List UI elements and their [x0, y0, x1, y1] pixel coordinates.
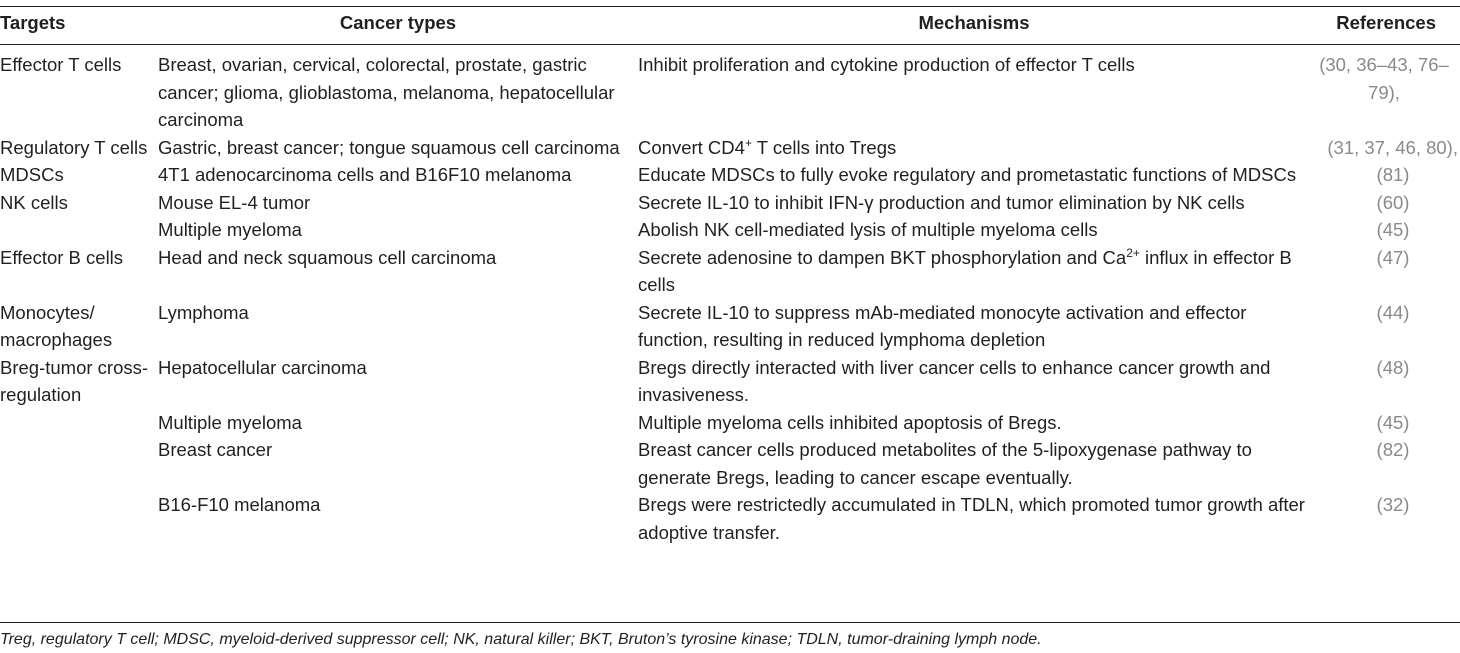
- cell-mechanism: Secrete adenosine to dampen BKT phosphor…: [638, 244, 1310, 299]
- table-row: Regulatory T cells Gastric, breast cance…: [0, 134, 1460, 162]
- superscript: 2+: [1126, 245, 1140, 260]
- reference-link[interactable]: (81): [1376, 164, 1410, 185]
- mechanism-text: Secrete adenosine to dampen BKT phosphor…: [638, 246, 1127, 268]
- cell-cancer-type: Breast, ovarian, cervical, colorectal, p…: [158, 54, 615, 130]
- header-cancer-types: Cancer types: [158, 6, 638, 45]
- mechanism-text: Convert CD4: [638, 136, 745, 158]
- header-targets: Targets: [0, 6, 158, 45]
- cell-target: [0, 436, 158, 491]
- table-row: Multiple myeloma Multiple myeloma cells …: [0, 409, 1460, 437]
- cell-cancer-type: Mouse EL-4 tumor: [158, 191, 311, 213]
- cell-mechanism: Inhibit proliferation and cytokine produ…: [638, 54, 1135, 75]
- reference-link[interactable]: (31, 37, 46, 80),: [1327, 136, 1458, 158]
- cell-mechanism: Abolish NK cell-mediated lysis of multip…: [638, 219, 1098, 240]
- cell-references: (81): [1310, 161, 1460, 189]
- table-row: Effector B cells Head and neck squamous …: [0, 244, 1460, 299]
- cell-cancer-type: B16-F10 melanoma: [158, 494, 321, 515]
- table-row: B16-F10 melanoma Bregs were restrictedly…: [0, 491, 1460, 554]
- cell-references: (45): [1310, 409, 1460, 437]
- reference-link[interactable]: (45): [1376, 219, 1410, 240]
- cell-target: Monocytes/ macrophages: [0, 301, 113, 351]
- table-bottom-rule: [0, 622, 1460, 623]
- table-header-row: Targets Cancer types Mechanisms Referenc…: [0, 6, 1460, 45]
- cell-target: [0, 409, 158, 437]
- reference-link[interactable]: (60): [1376, 191, 1410, 213]
- cell-references: (82): [1310, 436, 1460, 491]
- cell-references: (47): [1310, 244, 1460, 299]
- cell-references: (45): [1310, 216, 1460, 244]
- reference-link[interactable]: (45): [1376, 411, 1410, 433]
- cell-mechanism: Multiple myeloma cells inhibited apoptos…: [638, 411, 1062, 433]
- cell-target: Effector B cells: [0, 246, 124, 268]
- table-row: Breast cancer Breast cancer cells produc…: [0, 436, 1460, 491]
- cell-references: (31, 37, 46, 80),: [1310, 134, 1460, 162]
- cell-mechanism: Secrete IL-10 to inhibit IFN-γ productio…: [638, 191, 1245, 213]
- cell-cancer-type: Head and neck squamous cell carcinoma: [158, 246, 497, 268]
- cell-cancer-type: Gastric, breast cancer; tongue squamous …: [158, 136, 620, 158]
- cell-mechanism: Convert CD4+ T cells into Tregs: [638, 134, 1310, 162]
- cell-references: (30, 36–43, 76–79),: [1310, 45, 1460, 134]
- reference-link[interactable]: (47): [1376, 246, 1410, 268]
- reference-link[interactable]: (82): [1376, 439, 1410, 460]
- cell-target: NK cells: [0, 191, 68, 213]
- cell-cancer-type: Hepatocellular carcinoma: [158, 356, 367, 378]
- cell-references: (48): [1310, 354, 1460, 409]
- reference-link[interactable]: (48): [1376, 356, 1410, 378]
- cell-target: Regulatory T cells: [0, 136, 148, 158]
- reference-link[interactable]: (30, 36–43, 76–79),: [1319, 54, 1449, 103]
- table-row: Effector T cells Breast, ovarian, cervic…: [0, 45, 1460, 134]
- cell-target: Effector T cells: [0, 54, 122, 75]
- mechanism-text: T cells into Tregs: [751, 136, 897, 158]
- cell-target: [0, 216, 158, 244]
- table-row: Multiple myeloma Abolish NK cell-mediate…: [0, 216, 1460, 244]
- cell-cancer-type: Multiple myeloma: [158, 411, 302, 433]
- cell-references: (32): [1310, 491, 1460, 554]
- cell-references: (60): [1310, 189, 1460, 217]
- header-mechanisms: Mechanisms: [638, 6, 1310, 45]
- header-references: References: [1310, 6, 1460, 45]
- cell-cancer-type: 4T1 adenocarcinoma cells and B16F10 mela…: [158, 164, 572, 185]
- cell-mechanism: Secrete IL-10 to suppress mAb-mediated m…: [638, 301, 1247, 351]
- cell-cancer-type: Lymphoma: [158, 301, 249, 323]
- data-table: Targets Cancer types Mechanisms Referenc…: [0, 6, 1460, 554]
- reference-link[interactable]: (32): [1376, 494, 1410, 515]
- cell-mechanism: Educate MDSCs to fully evoke regulatory …: [638, 164, 1297, 185]
- cell-mechanism: Bregs directly interacted with liver can…: [638, 356, 1271, 406]
- cell-target: MDSCs: [0, 164, 64, 185]
- table-row: NK cells Mouse EL-4 tumor Secrete IL-10 …: [0, 189, 1460, 217]
- table-row: Monocytes/ macrophages Lymphoma Secrete …: [0, 299, 1460, 354]
- cell-mechanism: Breast cancer cells produced metabolites…: [638, 439, 1252, 488]
- superscript: +: [744, 135, 752, 150]
- cell-target: Breg-tumor cross-regulation: [0, 356, 149, 406]
- table-row: Breg-tumor cross-regulation Hepatocellul…: [0, 354, 1460, 409]
- cell-cancer-type: Multiple myeloma: [158, 219, 302, 240]
- cell-references: (44): [1310, 299, 1460, 354]
- cell-cancer-type: Breast cancer: [158, 439, 273, 460]
- mechanism-text: influx in effector B cells: [638, 246, 1292, 296]
- table-footnote: Treg, regulatory T cell; MDSC, myeloid-d…: [0, 631, 1042, 648]
- cell-mechanism: Bregs were restrictedly accumulated in T…: [638, 494, 1305, 543]
- reference-link[interactable]: (44): [1376, 301, 1410, 323]
- cell-target: [0, 491, 158, 554]
- table-row: MDSCs 4T1 adenocarcinoma cells and B16F1…: [0, 161, 1460, 189]
